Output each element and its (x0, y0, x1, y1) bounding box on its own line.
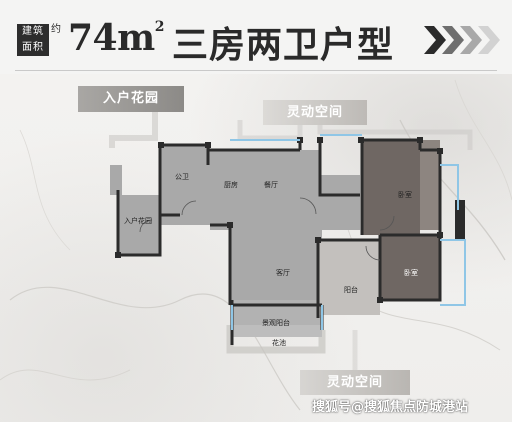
room-label-bedroom-top: 卧室 (398, 191, 412, 199)
header: 建筑 面积 约 74m2 三房两卫户型 (0, 0, 512, 74)
room-label-planter: 花池 (272, 339, 286, 347)
callout-flexible-space-bottom: 灵动空间 (300, 370, 410, 395)
callout-brackets (109, 112, 473, 375)
room-label-entry-garden: 入户花园 (124, 217, 152, 225)
room-label-kitchen: 厨房 (224, 181, 238, 189)
unit-type-title: 三房两卫户型 (172, 25, 395, 66)
callout-entry-garden: 入户花园 (78, 86, 184, 112)
room-label-balcony: 阳台 (344, 286, 358, 294)
area-unit-superscript: 2 (154, 19, 165, 35)
room-label-bedroom-right: 卧室 (404, 269, 418, 277)
header-divider (15, 70, 497, 71)
room-label-living: 客厅 (276, 269, 290, 277)
walls (116, 138, 442, 345)
area-badge: 建筑 面积 (17, 24, 49, 56)
wood-floor (318, 140, 440, 315)
chevron-right-icon (424, 26, 500, 54)
badge-line-2: 面积 (22, 42, 44, 53)
badge-line-1: 建筑 (22, 26, 44, 37)
callout-flexible-space-top: 灵动空间 (263, 100, 367, 125)
glass-railings (230, 134, 466, 330)
watermark: 搜狐号@搜狐焦点防城港站 (312, 400, 469, 415)
area-title: 74m2 (68, 17, 164, 59)
badge-approx: 约 (51, 24, 61, 35)
area-value: 74m (68, 17, 155, 59)
room-label-dining: 餐厅 (264, 181, 278, 189)
room-label-view-balcony: 景观阳台 (262, 319, 290, 327)
room-label-public-bath: 公卫 (175, 173, 189, 181)
door-swings (139, 197, 395, 261)
